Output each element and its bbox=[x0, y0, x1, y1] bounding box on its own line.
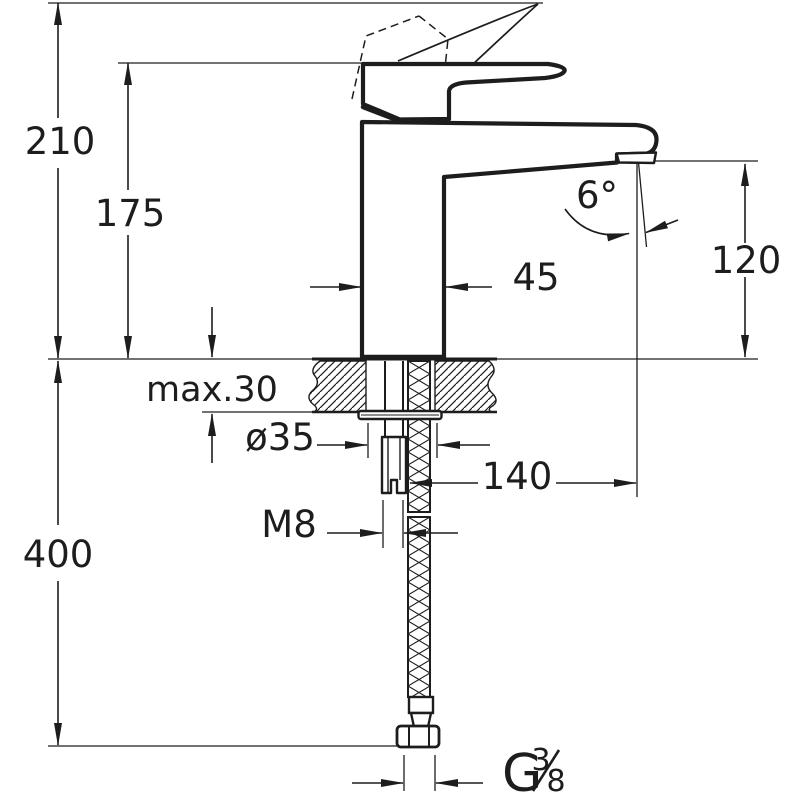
reference-lines bbox=[48, 2, 758, 747]
dim-max30: max.30 bbox=[146, 307, 278, 463]
supply-hose-lower bbox=[407, 516, 431, 698]
dim-dia35: ø35 bbox=[245, 416, 490, 459]
dim-g38: G 3 8 bbox=[352, 743, 566, 800]
dim-175-label: 175 bbox=[95, 192, 166, 235]
faucet-body-spout bbox=[359, 119, 659, 361]
faucet bbox=[351, 3, 659, 361]
dimensions: 210 175 max.30 400 45 6° bbox=[23, 2, 782, 800]
threaded-stud-end bbox=[380, 435, 408, 495]
dim-140: 140 bbox=[409, 455, 637, 498]
handle-escutcheon-edge bbox=[360, 104, 405, 125]
countertop-right-section bbox=[434, 360, 497, 413]
dim-400-label: 400 bbox=[23, 533, 94, 576]
dim-45-label: 45 bbox=[512, 256, 559, 299]
dim-6deg: 6° bbox=[564, 174, 679, 242]
dim-m8: M8 bbox=[261, 500, 458, 548]
dim-max30-label: max.30 bbox=[146, 370, 278, 410]
countertop bbox=[308, 357, 497, 414]
dim-210: 210 bbox=[25, 2, 96, 359]
dim-120: 120 bbox=[711, 163, 782, 358]
dim-g38-denominator: 8 bbox=[546, 764, 565, 799]
dim-140-label: 140 bbox=[482, 455, 553, 498]
dim-6deg-arrow-right bbox=[645, 219, 679, 234]
handle-lever bbox=[360, 61, 567, 122]
hose-connector bbox=[407, 695, 435, 715]
dim-m8-label: M8 bbox=[261, 503, 316, 546]
handle-raised-lever-top bbox=[397, 3, 539, 62]
dim-g38-fraction-slash bbox=[531, 749, 561, 792]
dim-400: 400 bbox=[23, 360, 94, 746]
aerator bbox=[615, 151, 658, 165]
dim-6deg-label: 6° bbox=[576, 174, 618, 217]
ref-line-stream-tilted bbox=[637, 156, 648, 248]
hose-hex-nut bbox=[395, 724, 441, 749]
dim-45: 45 bbox=[310, 256, 560, 299]
dim-6deg-arc bbox=[564, 208, 630, 242]
supply-hose-upper bbox=[407, 360, 431, 513]
dim-120-label: 120 bbox=[711, 239, 782, 282]
dim-dia35-label: ø35 bbox=[245, 416, 315, 459]
dim-210-label: 210 bbox=[25, 120, 96, 163]
countertop-left-section bbox=[308, 360, 367, 413]
dim-g38-prefix: G bbox=[502, 744, 542, 800]
dim-175: 175 bbox=[95, 62, 166, 359]
under-counter-assembly bbox=[357, 360, 443, 749]
